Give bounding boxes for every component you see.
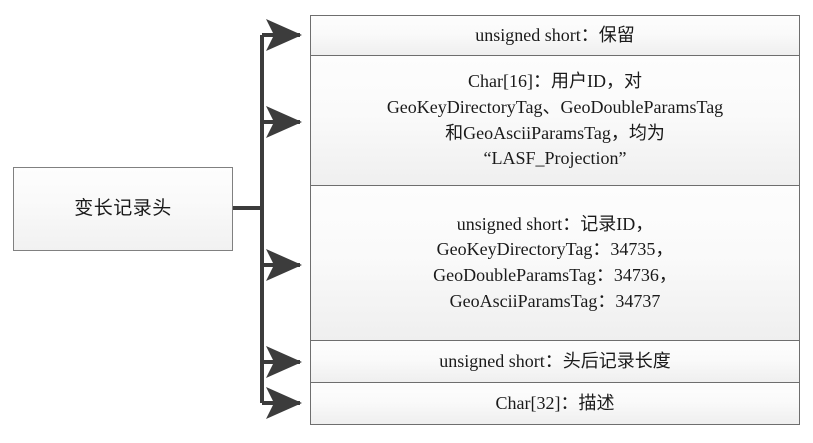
field-row: unsigned short：记录ID， GeoKeyDirectoryTag：… [310,185,800,341]
field-row-label-reserved: unsigned short：保留 [475,24,635,45]
field-row-label-record-id: unsigned short：记录ID， GeoKeyDirectoryTag：… [433,213,677,311]
field-row: Char[16]：用户ID，对 GeoKeyDirectoryTag、GeoDo… [310,55,800,186]
field-row-label-description: Char[32]：描述 [495,392,615,413]
field-rows-stack: unsigned short：保留 Char[16]：用户ID，对 GeoKey… [310,15,800,425]
field-row: unsigned short：保留 [310,15,800,56]
field-row: unsigned short：头后记录长度 [310,340,800,383]
field-row: Char[32]：描述 [310,382,800,425]
field-row-label-user-id: Char[16]：用户ID，对 GeoKeyDirectoryTag、GeoDo… [386,71,724,169]
source-node-label: 变长记录头 [74,198,172,220]
source-node-variable-length-record-header: 变长记录头 [13,167,233,251]
field-row-label-record-length-after-header: unsigned short：头后记录长度 [439,350,671,371]
